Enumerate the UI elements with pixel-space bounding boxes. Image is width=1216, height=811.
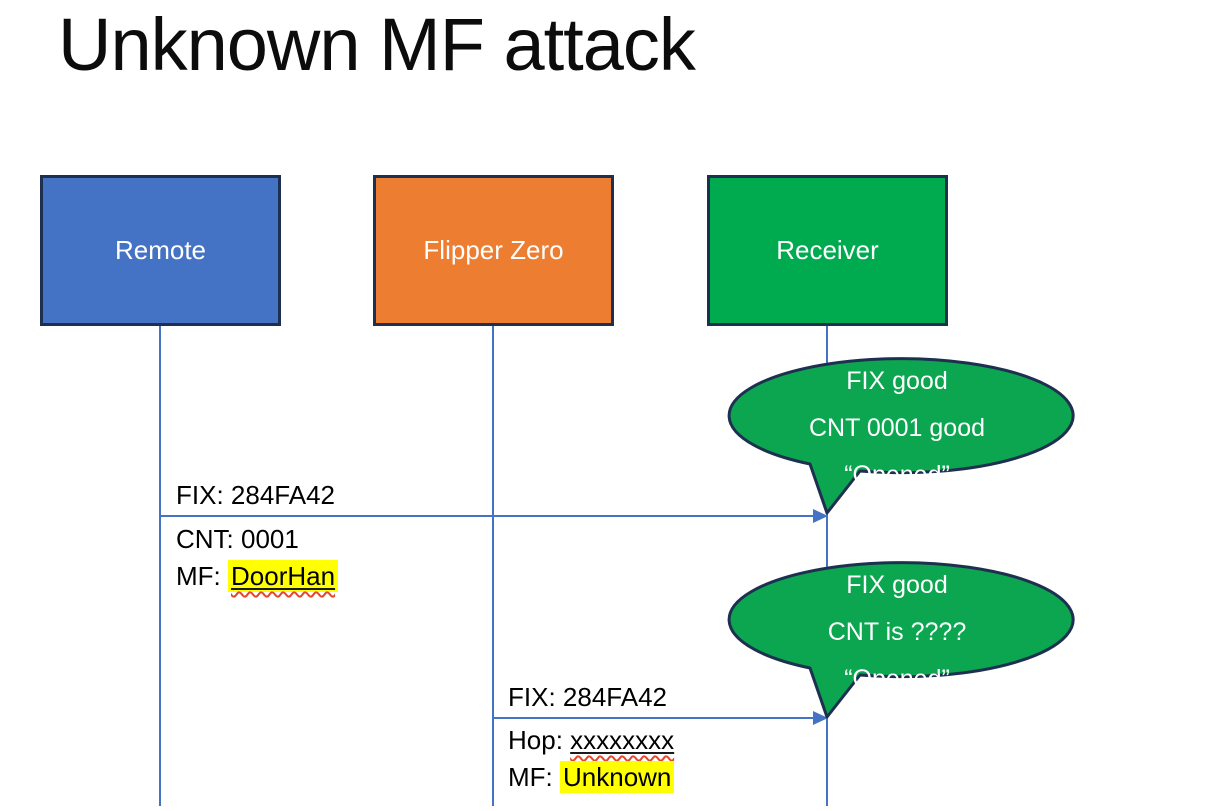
speech-bubble-1: FIX good CNT 0001 good “Opened” [713, 353, 1085, 521]
bubble-1-line-1: FIX good [846, 367, 948, 395]
message-2-fix-text: FIX: 284FA42 [508, 682, 667, 712]
message-1-label-above: FIX: 284FA42 [176, 477, 335, 514]
message-arrow-1-arrowhead-icon [813, 509, 828, 523]
message-1-mf-value: DoorHan [231, 561, 336, 591]
slide-title: Unknown MF attack [58, 3, 696, 86]
message-1-mf-highlight: DoorHan [228, 560, 339, 592]
bubble-1-line-3: “Opened” [844, 461, 950, 489]
speech-bubble-1-text: FIX good CNT 0001 good “Opened” [727, 366, 1067, 490]
bubble-2-line-3: “Opened” [844, 665, 950, 693]
message-2-hop-squiggle: xxxxxxxx [570, 725, 674, 755]
message-1-cnt-value: CNT: 0001 [176, 524, 299, 554]
actor-box-receiver: Receiver [707, 175, 948, 326]
lifeline-receiver [826, 326, 828, 806]
bubble-2-line-2: CNT is ???? [827, 618, 967, 646]
message-2-hop-value: xxxxxxxx [570, 725, 675, 755]
message-2-hop-prefix: Hop: [508, 725, 571, 755]
actor-box-remote: Remote [40, 175, 281, 326]
speech-bubble-1-shape [727, 357, 1075, 515]
actor-label-remote: Remote [114, 235, 207, 265]
message-arrow-2-line [493, 717, 814, 719]
message-2-hop-line: Hop: xxxxxxxx [508, 722, 674, 759]
bubble-1-line-2: CNT 0001 good [808, 414, 986, 442]
speech-bubble-2-text: FIX good CNT is ???? “Opened” [727, 570, 1067, 694]
message-2-label-above: FIX: 284FA42 [508, 679, 667, 716]
message-1-label-below: CNT: 0001 MF: DoorHan [176, 521, 339, 595]
message-1-cnt-text: CNT: 0001 [176, 521, 338, 558]
bubble-2-line-1: FIX good [846, 571, 948, 599]
speech-bubble-2: FIX good CNT is ???? “Opened” [713, 557, 1085, 725]
message-1-mf-prefix: MF: [176, 561, 228, 591]
message-1-mf-line: MF: DoorHan [176, 558, 339, 595]
message-arrow-1-line [160, 515, 814, 517]
message-1-fix-text: FIX: 284FA42 [176, 480, 335, 510]
actor-label-flipper-zero: Flipper Zero [423, 235, 564, 265]
lifeline-remote [159, 326, 161, 806]
message-2-mf-prefix: MF: [508, 762, 560, 792]
actor-box-flipper-zero: Flipper Zero [373, 175, 614, 326]
message-arrow-2-arrowhead-icon [813, 711, 828, 725]
actor-label-receiver: Receiver [776, 235, 879, 265]
lifeline-flipper-zero [492, 326, 494, 806]
message-2-mf-highlight: Unknown [560, 761, 675, 793]
speech-bubble-2-shape [727, 561, 1075, 719]
message-2-mf-value: Unknown [563, 762, 672, 792]
message-2-label-below: Hop: xxxxxxxx MF: Unknown [508, 722, 675, 796]
message-2-mf-line: MF: Unknown [508, 759, 675, 796]
